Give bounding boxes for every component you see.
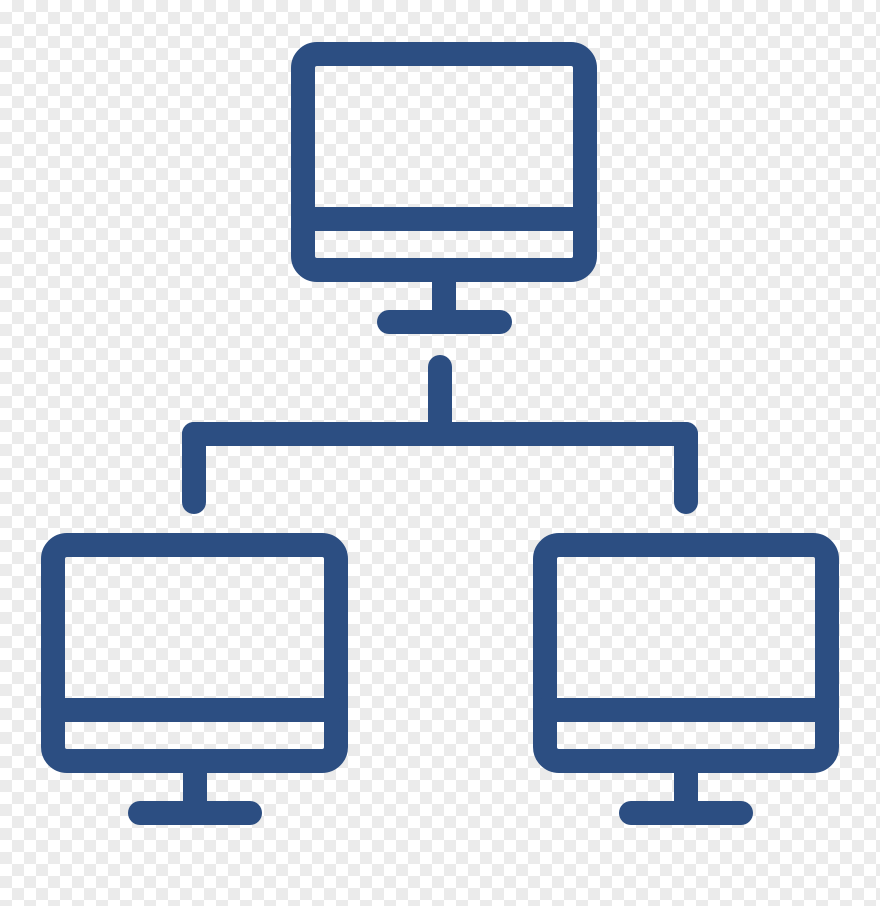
hierarchy-connector-icon <box>182 355 698 514</box>
top-monitor-icon <box>291 42 597 334</box>
top-monitor-frame <box>291 42 597 282</box>
bottom-right-monitor-icon <box>533 533 839 825</box>
bottom-left-monitor-frame <box>41 533 348 773</box>
bottom-right-monitor-frame <box>533 533 839 773</box>
bottom-left-monitor-icon <box>41 533 348 825</box>
